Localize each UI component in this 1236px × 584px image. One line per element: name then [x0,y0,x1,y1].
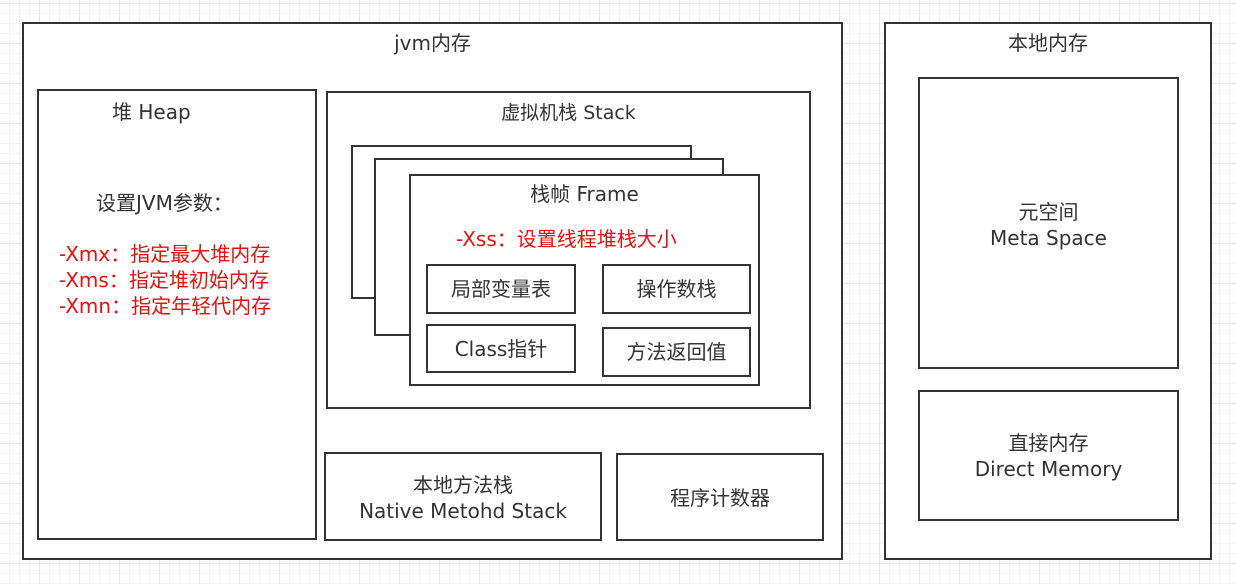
native-method-stack-line1: 本地方法栈 [413,473,513,497]
program-counter-label: 程序计数器 [670,486,770,510]
heap-title: 堆 Heap [112,100,191,124]
direct-memory-box: 直接内存 Direct Memory [918,390,1179,521]
local-variable-table-label: 局部变量表 [451,277,551,301]
meta-space-line1: 元空间 [1018,200,1079,224]
class-pointer: Class指针 [426,324,576,373]
native-method-stack-line2: Native Metohd Stack [359,499,567,523]
return-value-label: 方法返回值 [626,340,727,364]
operand-stack-label: 操作数栈 [636,277,717,301]
jvm-memory-title: jvm内存 [394,31,471,55]
stack-frame-title: 栈帧 Frame [530,182,639,206]
heap-params-title: 设置JVM参数： [96,191,233,215]
heap-param-xms: -Xms：指定堆初始内存 [59,268,269,292]
return-value: 方法返回值 [602,327,751,377]
local-variable-table: 局部变量表 [426,264,576,314]
stack-frame-param-xss: -Xss：设置线程堆栈大小 [456,227,677,251]
meta-space-line2: Meta Space [990,226,1107,250]
heap-param-xmn: -Xmn：指定年轻代内存 [59,294,272,318]
class-pointer-label: Class指针 [454,337,548,361]
program-counter-box: 程序计数器 [616,453,824,541]
vm-stack-title: 虚拟机栈 Stack [501,102,636,124]
native-method-stack-box: 本地方法栈 Native Metohd Stack [324,452,602,541]
meta-space-box: 元空间 Meta Space [918,77,1179,369]
native-memory-title: 本地内存 [1008,31,1088,55]
heap-param-xmx: -Xmx：指定最大堆内存 [59,242,271,266]
direct-memory-line2: Direct Memory [974,457,1123,481]
direct-memory-line1: 直接内存 [1008,431,1089,455]
heap-box: 堆 Heap 设置JVM参数： -Xmx：指定最大堆内存 -Xms：指定堆初始内… [37,89,317,540]
operand-stack: 操作数栈 [602,264,751,314]
